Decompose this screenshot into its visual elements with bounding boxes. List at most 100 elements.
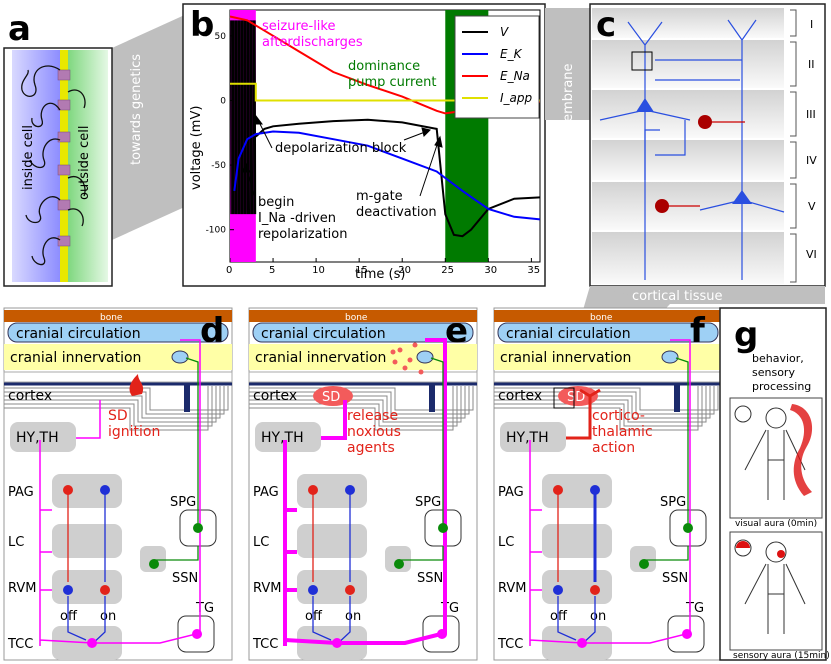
lc-label: LC (253, 535, 269, 550)
x-tick-label-1: 5 (269, 265, 275, 276)
sensory-aura-eye-icon (736, 541, 750, 548)
pag-red-cell (63, 485, 73, 495)
zoom-region-box (553, 387, 575, 409)
pag-red-cell (308, 485, 318, 495)
panel-e-letter: e (445, 311, 468, 351)
visual-aura-caption: visual aura (0min) (735, 519, 817, 529)
visual-aura-scotoma (790, 404, 813, 496)
cortex-fold-0 (4, 386, 229, 411)
connector-b-c (545, 8, 590, 120)
g-heading-1: behavior, (752, 352, 804, 365)
noxious-particle-3 (402, 365, 408, 371)
ssn-nucleus (140, 546, 166, 572)
cortical-layers (592, 8, 784, 284)
spg-label: SPG (660, 495, 686, 510)
panel-g: g behavior, sensory processing visual au… (719, 307, 830, 661)
autonomic-pathway (644, 357, 689, 561)
y-tick-label-1: 0 (220, 96, 226, 106)
event-label-0: cortico- (592, 408, 645, 424)
bone-label: bone (590, 313, 613, 323)
ssn-label: SSN (662, 571, 688, 586)
sensory-aura-spot (777, 550, 785, 558)
b-xlabel: time (s) (355, 267, 405, 282)
off-label: off (305, 609, 323, 624)
on-label: on (590, 609, 606, 624)
x-tick-label-2: 10 (312, 265, 325, 276)
mgate-annotation-1: m-gate (356, 189, 403, 204)
inside-cell-region (12, 50, 62, 282)
pyramidal-cell-lower (732, 190, 752, 204)
sensory-aura-frame (729, 531, 823, 651)
visual-aura-figure (734, 405, 806, 500)
y-tick-label-3: -100 (206, 226, 227, 236)
cortex-fold-2 (4, 386, 221, 419)
legend-label-ek: E_K (500, 47, 523, 61)
spg-cell (438, 523, 448, 533)
g-heading-2: sensory (752, 366, 795, 379)
membrane-proteins (57, 69, 71, 247)
cortex-fold-5 (494, 386, 699, 431)
rvm-nucleus (297, 570, 367, 604)
on-label: on (100, 609, 116, 624)
cortex-fold-0 (249, 386, 474, 411)
series-e-k (233, 130, 541, 221)
autonomic-pathway (399, 357, 444, 561)
cranial-circulation-vessel (7, 322, 229, 343)
panel-a: towards genetics a inside cell outside c… (3, 8, 200, 287)
event-label-1: ignition (108, 424, 160, 440)
tg-label: TG (440, 601, 459, 616)
innervation-label: cranial innervation (500, 350, 631, 366)
ssn-label: SSN (172, 571, 198, 586)
series-v (255, 118, 541, 238)
protein-chains (21, 65, 86, 266)
panel-c-letter: c (596, 5, 616, 45)
pag-blue-cell (100, 485, 110, 495)
cortex-fold-0 (494, 386, 719, 411)
lc-nucleus (297, 524, 367, 558)
meningeal-vessel (416, 350, 434, 364)
bone-layer (494, 310, 722, 322)
lc-nucleus (52, 524, 122, 558)
tcc-label: TCC (7, 637, 33, 652)
bone-label: bone (345, 313, 368, 323)
layer-label-i: I (810, 18, 813, 31)
y-tick-label-0: 50 (215, 32, 227, 42)
outside-cell-label: outside cell (77, 126, 92, 200)
spg-label: SPG (415, 495, 441, 510)
cranial-innervation-layer (4, 344, 232, 370)
layer-brackets (790, 9, 797, 283)
noxious-particle-6 (390, 349, 396, 355)
hyth-nucleus (10, 422, 76, 452)
depol-block-annotation: depolarization block (275, 141, 407, 156)
rvm-on-cell (345, 585, 355, 595)
layer-label-iii: III (806, 108, 816, 121)
begin-annotation-3: repolarization (258, 227, 348, 242)
x-tick-label-3: 15 (355, 265, 368, 276)
rvm-off-cell (553, 585, 563, 595)
pag-blue-cell (345, 485, 355, 495)
b-legend: V E_K E_Na I_app (454, 15, 540, 119)
cortex-fold-5 (249, 386, 454, 431)
sd-badge (558, 386, 598, 406)
noxious-particle-1 (407, 357, 413, 363)
noxious-particle-4 (392, 359, 398, 365)
bone-layer (249, 310, 477, 322)
hyth-label: HY,TH (261, 430, 304, 446)
rvm-off-cell (308, 585, 318, 595)
layer-label-v: V (808, 200, 816, 213)
corticothalamic-pathway (566, 388, 601, 440)
penetrating-vessel (429, 384, 435, 412)
pyramidal-cell-upper (636, 98, 654, 112)
lc-nucleus (542, 524, 612, 558)
layer-label-ii: II (808, 58, 815, 71)
cranial-circulation-vessel (497, 322, 719, 343)
cranial-circulation-vessel (252, 322, 474, 343)
off-label: off (60, 609, 78, 624)
x-tick-label-6: 30 (484, 265, 497, 276)
rvm-label: RVM (498, 581, 526, 596)
tg-cell (437, 629, 447, 639)
pag-label: PAG (8, 485, 34, 500)
hyth-nucleus (500, 422, 566, 452)
